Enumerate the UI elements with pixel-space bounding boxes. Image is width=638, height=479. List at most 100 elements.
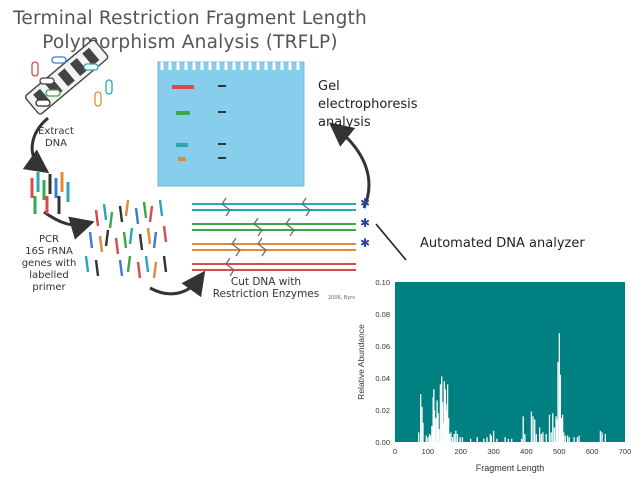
abundance-bar <box>456 434 459 442</box>
abundance-bar <box>492 430 495 442</box>
slide-title-line1: Terminal Restriction Fragment Length <box>13 8 367 29</box>
abundance-bar <box>561 414 564 442</box>
abundance-bar <box>446 384 449 442</box>
x-tick-label: 500 <box>553 447 566 456</box>
y-tick-label: 0.04 <box>375 374 390 383</box>
abundance-bar <box>418 432 420 442</box>
abundance-bar <box>438 429 440 442</box>
abundance-bar <box>435 418 437 442</box>
abundance-bar <box>486 437 488 442</box>
abundance-bar <box>489 434 491 442</box>
abundance-bar <box>558 333 560 442</box>
abundance-bar <box>545 434 547 442</box>
abundance-bar <box>535 434 537 442</box>
abundance-bar <box>507 438 510 442</box>
slide-title-line2: Polymorphism Analysis (TRFLP) <box>42 32 338 53</box>
abundance-bar <box>552 413 554 442</box>
pcr-amplified-fragments <box>84 199 168 279</box>
y-tick-label: 0.02 <box>375 406 390 415</box>
abundance-bar <box>511 438 513 442</box>
abundance-bar <box>439 384 442 442</box>
abundance-bar <box>425 435 427 442</box>
abundance-bar <box>573 437 575 442</box>
x-tick-label: 600 <box>586 447 599 456</box>
gel-ladder-band <box>218 85 226 87</box>
abundance-bar <box>560 418 562 442</box>
arrow-to-extract <box>22 116 50 174</box>
x-tick-label: 700 <box>619 447 632 456</box>
label-star: ✱ <box>360 216 370 230</box>
abundance-bar <box>504 437 506 442</box>
cut-dna-strands: ✱ ✱ ✱ <box>192 196 370 277</box>
arrow-to-cut <box>149 270 206 298</box>
abundance-bar <box>490 435 492 442</box>
abundance-bar <box>564 435 566 442</box>
abundance-bar <box>578 435 580 442</box>
abundance-bar <box>601 432 603 442</box>
x-tick-label: 400 <box>520 447 533 456</box>
abundance-bar <box>421 406 423 442</box>
abundance-bar <box>538 427 541 442</box>
gel-band <box>176 111 190 115</box>
abundance-bar <box>604 434 606 442</box>
analyzer-label: Automated DNA analyzer <box>420 236 585 251</box>
gel-band <box>176 143 188 147</box>
abundance-bar <box>557 362 559 442</box>
abundance-bar <box>461 437 464 442</box>
abundance-bar <box>483 438 485 442</box>
y-tick-label: 0.08 <box>375 310 390 319</box>
gel-band <box>172 85 194 89</box>
abundance-bar <box>459 437 461 442</box>
abundance-bar <box>422 422 424 442</box>
abundance-bar <box>559 374 561 442</box>
pointer-to-analyzer <box>375 223 407 261</box>
arrow-to-gel <box>328 122 371 209</box>
gel-ladder-band <box>218 143 226 145</box>
abundance-bar <box>443 422 445 442</box>
abundance-bar <box>469 438 472 442</box>
abundance-bar <box>566 435 569 442</box>
x-tick-label: 100 <box>422 447 435 456</box>
abundance-bar <box>445 410 447 442</box>
abundance-bar <box>534 419 536 442</box>
abundance-bar <box>568 437 570 442</box>
abundance-bar <box>429 435 432 442</box>
extracted-dna-fragments <box>30 172 70 214</box>
abundance-bar <box>442 402 444 442</box>
abundance-bar <box>453 434 455 442</box>
abundance-bar <box>530 411 533 442</box>
abundance-bar <box>599 430 602 442</box>
y-axis-label: Relative Abundance <box>356 324 366 400</box>
abundance-bar <box>444 389 446 442</box>
gel-electrophoresis-panel <box>157 61 305 187</box>
abundance-bar <box>553 427 556 442</box>
abundance-bar <box>524 434 526 442</box>
abundance-bar <box>540 434 542 442</box>
y-tick-label: 0.10 <box>375 278 390 287</box>
x-tick-label: 200 <box>454 447 467 456</box>
abundance-bar <box>447 418 450 442</box>
abundance-bar <box>427 437 429 442</box>
abundance-bar <box>548 414 551 442</box>
x-axis-label: Fragment Length <box>476 463 545 473</box>
abundance-bar <box>441 376 443 442</box>
abundance-bar <box>431 426 433 442</box>
abundance-bar <box>451 437 454 442</box>
abundance-bar <box>520 438 523 442</box>
bacteria-capsules <box>31 56 113 107</box>
abundance-bar <box>433 389 435 442</box>
gel-band <box>178 157 186 161</box>
arrow-to-pcr <box>43 210 95 240</box>
abundance-bar <box>562 432 565 442</box>
abundance-bar <box>450 432 452 442</box>
abundance-bar <box>448 434 451 442</box>
abundance-bars <box>418 333 606 442</box>
abundance-bar <box>433 410 436 442</box>
gel-ladder-band <box>218 157 226 159</box>
y-axis-ticks: 0.000.020.040.060.080.10 <box>375 278 390 447</box>
figure-credit: 2006, Byrs <box>328 295 355 301</box>
